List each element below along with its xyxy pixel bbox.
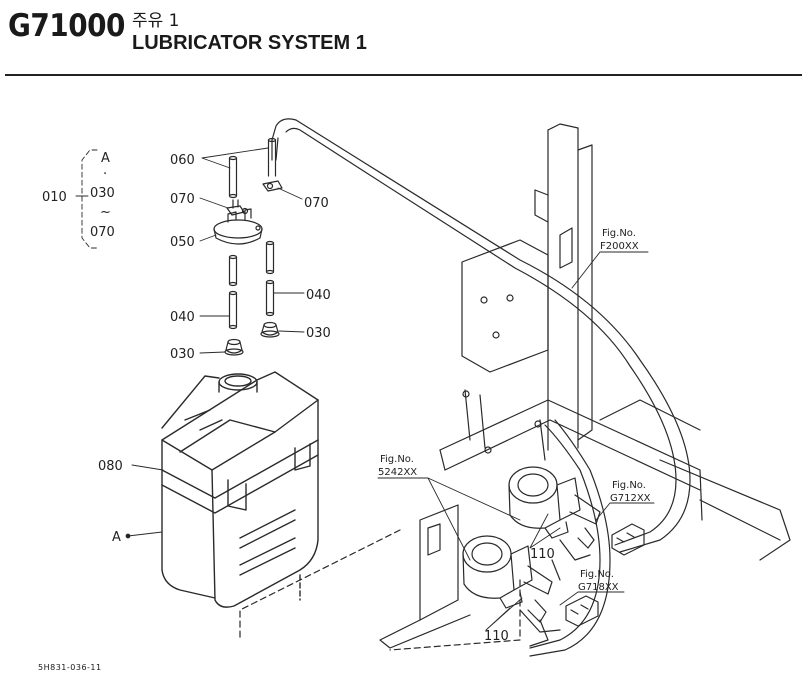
callout-040-right: 040 <box>306 288 331 303</box>
document-code: 5H831-036-11 <box>38 663 102 672</box>
callout-070-right: 070 <box>304 196 329 211</box>
callout-060: 060 <box>170 153 195 168</box>
leader-lines <box>75 147 655 631</box>
fig-ref-g712-label: Fig.No. <box>612 480 646 491</box>
hose-040-left-lower <box>228 290 238 330</box>
callout-labels: A · 030 ~ 070 010 060 070 070 050 040 04… <box>42 151 555 644</box>
figure-references: Fig.No. F200XX Fig.No. 5242XX Fig.No. G7… <box>378 228 651 593</box>
title-korean: 주유 1 <box>132 11 180 31</box>
fig-ref-f200-code: F200XX <box>600 241 639 252</box>
callout-110-lower: 110 <box>484 629 509 644</box>
fig-ref-g712-code: G712XX <box>610 493 651 504</box>
callout-range-end: 070 <box>90 225 115 240</box>
grommet-030-right <box>260 321 280 338</box>
pump-assembly-lower <box>462 535 599 647</box>
tank-cap-050 <box>213 208 263 245</box>
header-rule <box>5 74 802 76</box>
callout-010: 010 <box>42 190 67 205</box>
fitting-070-right <box>262 180 283 192</box>
callout-range-dot: · <box>103 167 107 182</box>
callout-range-tilde: ~ <box>100 205 111 220</box>
fig-ref-g718-code: G718XX <box>578 582 619 593</box>
hose-060-left <box>228 155 238 199</box>
part-code: G71000 <box>8 8 125 44</box>
hose-060-right <box>267 137 277 177</box>
oil-tank-080 <box>161 371 319 608</box>
grommet-030-left <box>224 338 244 356</box>
callout-range-start: A <box>101 151 110 166</box>
frame-structure <box>239 123 791 651</box>
hose-040-right-lower <box>265 279 275 317</box>
callout-040-left: 040 <box>170 310 195 325</box>
hose-040-left-upper <box>228 254 238 287</box>
header: G71000 주유 1 LUBRICATOR SYSTEM 1 <box>0 0 803 80</box>
callout-050: 050 <box>170 235 195 250</box>
lube-hose <box>271 118 691 657</box>
fig-ref-5242-label: Fig.No. <box>380 454 414 465</box>
callout-080: 080 <box>98 459 123 474</box>
callout-ref-a: A <box>112 530 121 545</box>
callout-030-right: 030 <box>306 326 331 341</box>
callout-range-mid: 030 <box>90 186 115 201</box>
fig-ref-5242-code: 5242XX <box>378 467 417 478</box>
callout-070-left: 070 <box>170 192 195 207</box>
ref-a-dot <box>125 533 131 539</box>
fig-ref-f200-label: Fig.No. <box>602 228 636 239</box>
title-english: LUBRICATOR SYSTEM 1 <box>132 32 367 54</box>
hose-040-right-upper <box>265 240 275 275</box>
callout-030-left: 030 <box>170 347 195 362</box>
pump-assembly-upper <box>508 466 645 561</box>
callout-110-upper: 110 <box>530 547 555 562</box>
fig-ref-g718-label: Fig.No. <box>580 569 614 580</box>
